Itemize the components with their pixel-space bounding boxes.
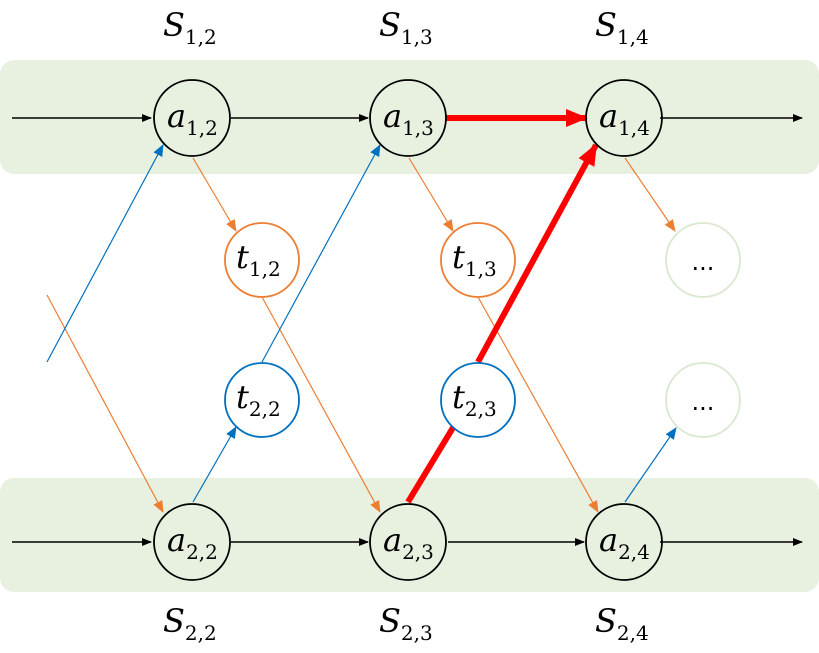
node-t23: t2,3: [440, 362, 516, 438]
svg-text:a2,4: a2,4: [599, 521, 650, 564]
node-a23: a2,3: [369, 503, 447, 581]
node-a22: a2,2: [153, 503, 231, 581]
svg-text:...: ...: [692, 388, 715, 416]
edge-a14-e1: [624, 157, 676, 232]
edge-t12-a23: [261, 296, 381, 513]
state-label-s22: S2,2: [163, 602, 217, 645]
state-label-s13: S1,3: [379, 6, 433, 49]
svg-text:a2,2: a2,2: [167, 521, 218, 564]
node-t22: t2,2: [224, 362, 300, 438]
svg-text:t1,2: t1,2: [236, 238, 281, 281]
node-ellipsis-upper: ...: [665, 222, 741, 298]
edge-a24-e2: [624, 427, 677, 503]
svg-text:a1,3: a1,3: [383, 97, 434, 140]
node-a13: a1,3: [369, 79, 447, 157]
state-label-s24: S2,4: [595, 602, 649, 645]
state-label-s14: S1,4: [595, 6, 649, 49]
state-label-s12: S1,2: [163, 6, 217, 49]
edge-t13-a24: [477, 296, 599, 513]
svg-text:a1,2: a1,2: [167, 97, 218, 140]
node-t13: t1,3: [440, 222, 516, 298]
svg-text:t2,3: t2,3: [452, 378, 497, 421]
node-a24: a2,4: [585, 503, 663, 581]
red-path-t23-a14: [475, 143, 599, 364]
edge-a13-t13: [408, 157, 454, 232]
edge-a12-t12: [192, 157, 237, 232]
node-a14: a1,4: [585, 79, 663, 157]
svg-text:a2,3: a2,3: [383, 521, 434, 564]
node-ellipsis-lower: ...: [665, 362, 741, 438]
svg-text:t2,2: t2,2: [236, 378, 281, 421]
state-label-s23: S2,3: [379, 602, 433, 645]
edge-in-a22-orange: [46, 294, 164, 513]
svg-text:...: ...: [692, 248, 715, 276]
top-state-band: [0, 60, 819, 174]
svg-text:a1,4: a1,4: [599, 97, 650, 140]
edge-in-a12-blue: [46, 144, 164, 363]
edge-a22-t22: [192, 426, 237, 503]
svg-text:t1,3: t1,3: [452, 238, 497, 281]
edge-t22-a13: [261, 144, 381, 363]
node-a12: a1,2: [153, 79, 231, 157]
node-t12: t1,2: [224, 222, 300, 298]
red-path-a23-t23: [405, 424, 457, 504]
